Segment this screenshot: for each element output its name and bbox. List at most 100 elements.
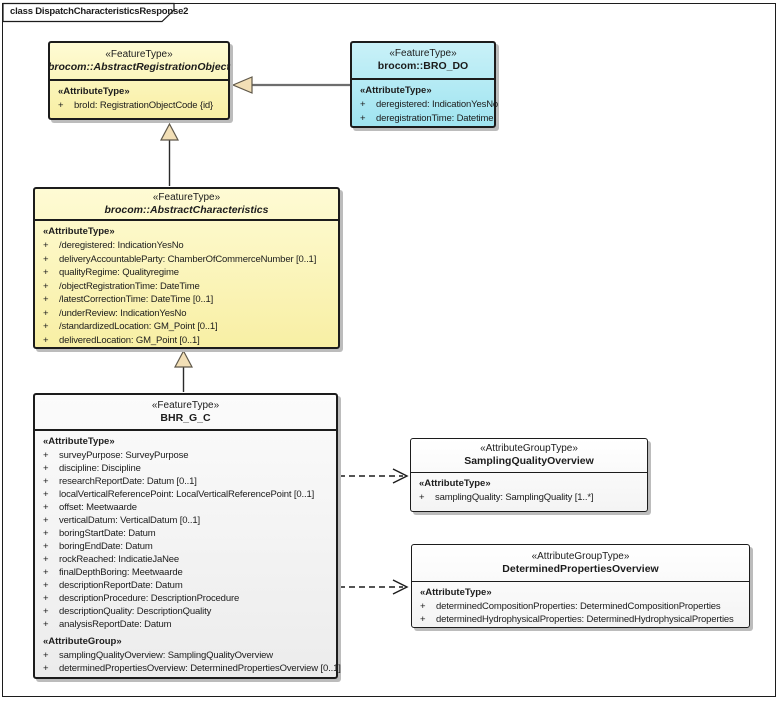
class-header: «AttributeGroupType» SamplingQualityOver… [411,439,647,473]
visibility-marker: + [43,554,49,565]
visibility-marker: + [360,99,366,110]
visibility-marker: + [43,476,49,487]
class-bro-do[interactable]: «FeatureType» brocom::BRO_DO «AttributeT… [350,41,498,128]
visibility-marker: + [43,321,49,332]
visibility-marker: + [43,450,49,461]
stereotype-label: «FeatureType» [152,191,221,203]
attribute-row: +verticalDatum: VerticalDatum [0..1] [41,514,334,527]
class-name: brocom::AbstractRegistrationObject [47,60,231,73]
attribute-row: + descriptionQuality: DescriptionQuality [41,605,334,618]
attribute-text: deliveryAccountableParty: ChamberOfComme… [59,253,317,265]
attribute-compartment: «AttributeType» +surveyPurpose: SurveyPu… [35,431,341,675]
stereotype-label: «AttributeGroupType» [531,550,630,562]
attribute-row: +boringEndDate: Datum [41,540,334,553]
class-name: DeterminedPropertiesOverview [502,562,659,575]
attribute-section-heading: «AttributeType» [420,587,492,598]
attribute-text: finalDepthBoring: Meetwaarde [59,567,183,578]
visibility-marker: + [43,606,49,617]
class-abstract-characteristics[interactable]: «FeatureType» brocom::AbstractCharacteri… [33,187,340,349]
attribute-section-heading: «AttributeType» [360,85,432,96]
attribute-row: +/latestCorrectionTime: DateTime [0..1] [41,293,336,307]
attribute-row: + deliveredLocation: GM_Point [0..1] [41,334,336,348]
visibility-marker: + [43,489,49,500]
attribute-row: +samplingQualityOverview: SamplingQualit… [41,649,334,662]
attribute-text: boringEndDate: Datum [59,541,153,552]
attribute-text: researchReportDate: Datum [0..1] [59,476,197,487]
attribute-text: broId: RegistrationObjectCode {id} [74,100,214,111]
class-header: «FeatureType» brocom::AbstractRegistrati… [47,43,231,81]
attribute-text: descriptionReportDate: Datum [59,580,183,591]
visibility-marker: + [43,593,49,604]
visibility-marker: + [420,614,426,625]
class-header: «FeatureType» BHR_G_C [35,395,336,431]
attribute-text: /standardizedLocation: GM_Point [0..1] [59,321,218,332]
attribute-section-heading: «AttributeType» [419,478,491,489]
attribute-compartment: «AttributeType» + broId: RegistrationObj… [50,81,228,112]
attribute-row: + /deregistered: IndicationYesNo [41,239,336,253]
attribute-compartment: «AttributeType» + determinedCompositionPr… [412,582,749,626]
class-header: «AttributeGroupType» DeterminedPropertie… [412,545,749,582]
visibility-marker: + [58,100,64,111]
visibility-marker: + [43,619,49,630]
visibility-marker: + [43,267,49,278]
visibility-marker: + [43,280,49,292]
attribute-text: surveyPurpose: SurveyPurpose [59,450,189,461]
attribute-row: + /standardizedLocation: GM_Point [0..1] [41,320,336,334]
class-sampling-quality-overview[interactable]: «AttributeGroupType» SamplingQualityOver… [410,438,648,512]
visibility-marker: + [43,463,49,474]
attribute-row: + researchReportDate: Datum [0..1] [41,475,334,488]
visibility-marker: + [43,294,49,305]
attribute-text: deregistrationTime: Datetime [376,112,494,124]
attribute-text: deregistered: IndicationYesNo [376,99,499,110]
attribute-text: localVerticalReferencePoint: LocalVertic… [59,489,315,500]
class-abstract-registration-object[interactable]: «FeatureType» brocom::AbstractRegistrati… [48,41,230,120]
class-determined-properties-overview[interactable]: «AttributeGroupType» DeterminedPropertie… [411,544,750,628]
attribute-text: rockReached: IndicatieJaNee [59,554,180,565]
attribute-row: + samplingQuality: SamplingQuality [1..*] [417,491,645,504]
visibility-marker: + [43,528,49,539]
attribute-section-heading: «AttributeType» [58,86,130,97]
attribute-row: + deregistrationTime: Datetime [358,112,494,126]
attribute-row: + descriptionReportDate: Datum [41,579,334,592]
attribute-text: determinedCompositionProperties: Determi… [436,601,721,612]
attribute-row: + boringStartDate: Datum [41,527,334,540]
visibility-marker: + [43,580,49,591]
attribute-row: +determinedPropertiesOverview: Determine… [41,662,341,675]
stereotype-label: «FeatureType» [389,48,457,59]
visibility-marker: + [43,567,49,578]
diagram-frame-border [2,3,776,697]
attribute-group-section-heading: «AttributeGroup» [43,636,122,647]
attribute-text: /deregistered: IndicationYesNo [59,240,184,251]
class-name: BHR_G_C [160,411,211,424]
visibility-marker: + [43,515,49,526]
attribute-text: offset: Meetwaarde [59,502,137,513]
attribute-text: qualityRegime: Qualityregime [59,267,179,278]
attribute-row: + analysisReportDate: Datum [41,618,334,631]
attribute-row: +/objectRegistrationTime: DateTime [41,280,336,294]
visibility-marker: + [360,112,366,124]
attribute-row: +offset: Meetwaarde [41,501,334,514]
stereotype-label: «AttributeGroupType» [480,443,578,454]
stereotype-label: «FeatureType» [105,48,173,60]
class-name: SamplingQualityOverview [464,455,594,467]
attribute-text: determinedHydrophysicalProperties: Deter… [436,614,734,625]
attribute-row: +deliveryAccountableParty: ChamberOfComm… [41,253,336,267]
class-bhr-g-c[interactable]: «FeatureType» BHR_G_C «AttributeType» +s… [33,393,341,679]
attribute-compartment: «AttributeType» +/deregistered: Indicati… [35,221,338,347]
attribute-row: + broId: RegistrationObjectCode {id} [56,99,226,112]
attribute-row: + qualityRegime: Qualityregime [41,266,336,280]
attribute-text: descriptionQuality: DescriptionQuality [59,606,212,617]
attribute-row: +descriptionProcedure: DescriptionProced… [41,592,334,605]
visibility-marker: + [43,334,49,346]
attribute-row: + deregistered: IndicationYesNo [358,98,498,112]
visibility-marker: + [419,492,425,503]
attribute-row: + localVerticalReferencePoint: LocalVerti… [41,488,334,501]
attribute-text: analysisReportDate: Datum [59,619,172,630]
visibility-marker: + [43,307,49,319]
attribute-text: samplingQuality: SamplingQuality [1..*] [435,492,594,503]
attribute-text: deliveredLocation: GM_Point [0..1] [59,334,200,346]
visibility-marker: + [43,240,49,251]
attribute-text: discipline: Discipline [59,463,141,474]
attribute-text: boringStartDate: Datum [59,528,156,539]
